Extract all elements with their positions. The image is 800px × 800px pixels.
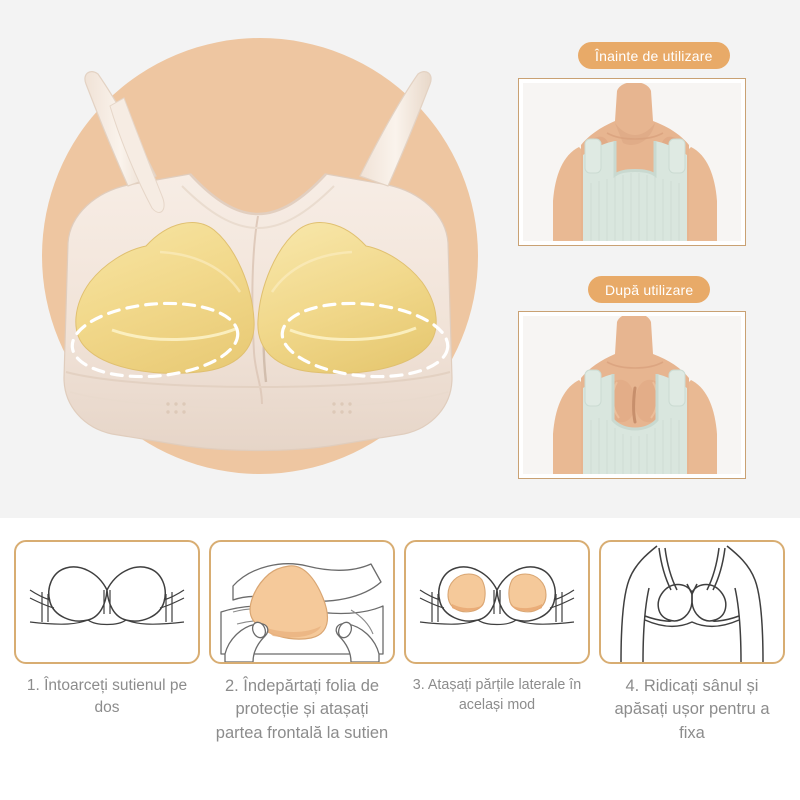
photo-frame-before [518,78,746,246]
torso-wearing-bra-icon [620,545,764,662]
bra-with-pads-inserted-icon [419,566,575,626]
step-4: 4. Ridicați sânul și apăsați ușor pentru… [599,540,785,745]
photo-after-image [523,316,741,474]
step-1-illustration [14,540,200,664]
highlight-oval-right [280,301,450,379]
instruction-steps-section: 1. Întoarceți sutienul pe dos [0,518,800,800]
hands-peeling-pad-icon [220,563,384,662]
badge-after-use: După utilizare [588,276,711,303]
hero-section: Înainte de utilizare După utilizare [0,0,800,518]
step-3: 3. Atașați părțile laterale în același m… [404,540,590,716]
step-1: 1. Întoarceți sutienul pe dos [14,540,200,719]
step-2: 2. Îndepărtați folia de protecție și ata… [209,540,395,745]
step-3-illustration [404,540,590,664]
pad-highlight-outlines [70,301,450,379]
fabric-vent-dots [166,402,352,414]
step-4-illustration [599,540,785,664]
photo-before-image [523,83,741,241]
step-1-caption: 1. Întoarceți sutienul pe dos [26,677,188,716]
highlight-oval-left [70,301,240,379]
bra-straps [84,71,432,213]
step-3-caption: 3. Atașați părțile laterale în același m… [412,677,582,714]
silicone-pads [75,222,437,374]
product-illustration [63,71,453,452]
step-2-illustration [209,540,395,664]
product-image-stage [0,0,510,518]
step-2-caption: 2. Îndepărtați folia de protecție și ata… [215,677,389,742]
step-4-caption: 4. Ridicați sânul și apăsați ușor pentru… [614,677,770,742]
photo-frame-after [518,311,746,479]
badge-before-use: Înainte de utilizare [578,42,730,69]
bra-outline-front-icon [29,566,185,626]
